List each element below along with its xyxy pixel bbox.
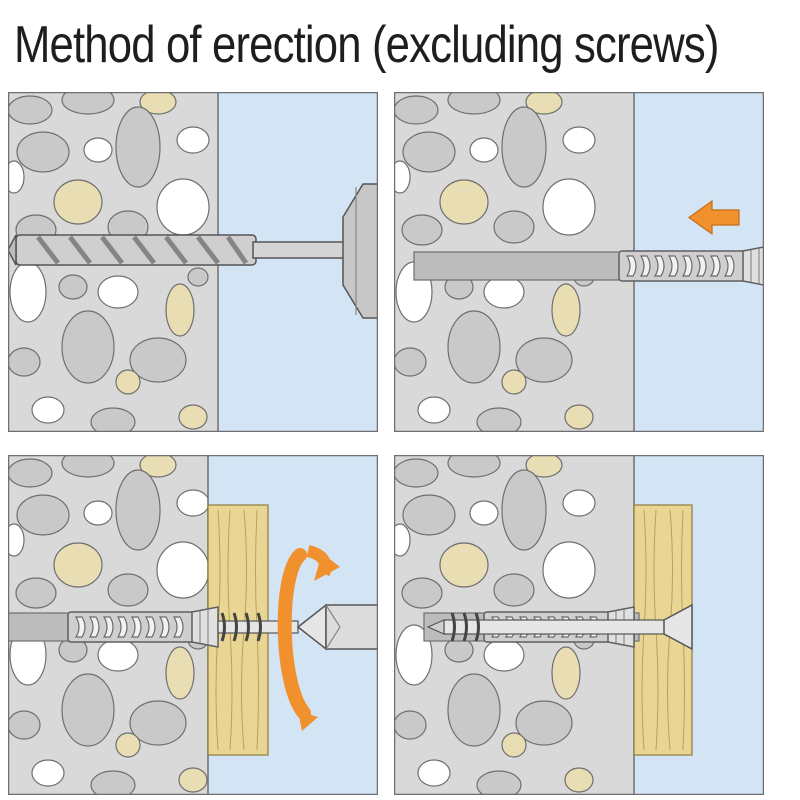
- anchor-icon: [68, 607, 218, 647]
- step-4-installed-panel: [394, 455, 764, 795]
- step-1-drill-panel: [8, 92, 378, 432]
- step-2-insert-panel: [394, 92, 764, 432]
- step-3-screw-panel: [8, 455, 378, 795]
- page-title: Method of erection (excluding screws): [14, 6, 669, 86]
- anchor-icon: [619, 246, 764, 286]
